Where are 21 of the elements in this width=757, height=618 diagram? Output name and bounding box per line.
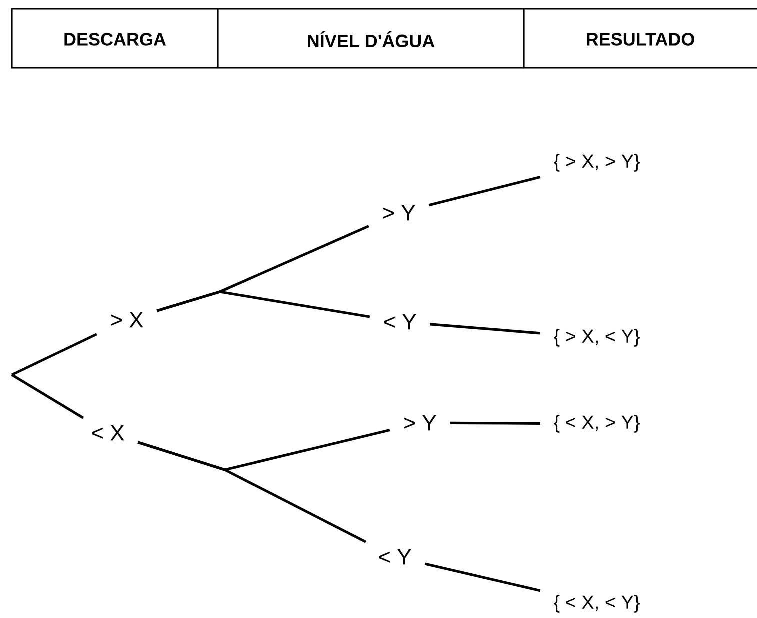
branch-line: [430, 323, 540, 335]
outcome-label: { < X, > Y}: [554, 415, 640, 433]
branch-label: < Y: [384, 314, 416, 330]
branch-label: < Y: [379, 549, 412, 565]
branch-label: > X: [111, 312, 144, 328]
branch-line: [11, 333, 98, 376]
outcome-label: { > X, > Y}: [554, 154, 640, 172]
branch-line: [428, 176, 541, 207]
header-cell: NÍVEL D'ÁGUA: [217, 8, 524, 69]
branch-line: [11, 374, 84, 420]
outcome-label: { < X, < Y}: [554, 595, 640, 613]
header-cell: DESCARGA: [11, 8, 218, 69]
header-cell: RESULTADO: [523, 8, 757, 69]
branch-line: [138, 441, 367, 544]
branch-label: > Y: [404, 415, 436, 431]
outcome-label: { > X, < Y}: [554, 329, 640, 347]
branch-label: < X: [92, 425, 124, 441]
branch-line: [424, 562, 541, 592]
branch-label: > Y: [383, 205, 416, 221]
branch-line: [156, 290, 370, 318]
branch-line: [450, 422, 540, 425]
